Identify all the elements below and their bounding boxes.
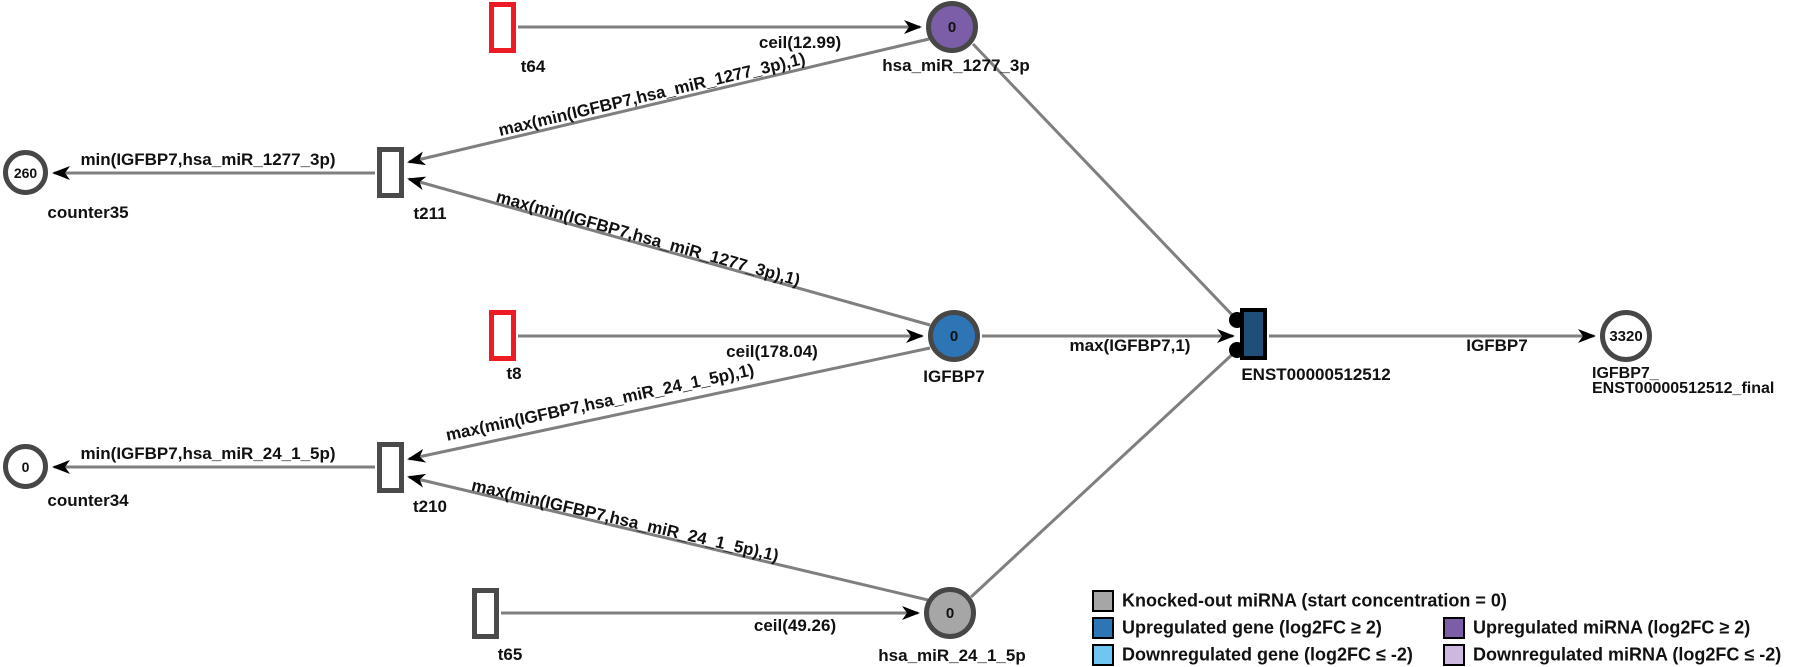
place-label-igfbp7: IGFBP7 (923, 367, 985, 386)
transition-label-t64: t64 (520, 57, 546, 76)
place-label-counter35: counter35 (47, 203, 129, 222)
edge-mir1277-to-enst-dot (971, 42, 1239, 322)
legend-label-upregulated-gene: Upregulated gene (log2FC ≥ 2) (1122, 617, 1382, 638)
transition-label-t8: t8 (506, 364, 522, 383)
place-label-mir24: hsa_miR_24_1_5p (878, 646, 1026, 665)
transition-t64 (489, 2, 516, 53)
legend-label-knocked-out-mirna: Knocked-out miRNA (start concentration =… (1122, 590, 1507, 611)
transition-label-t65: t65 (497, 645, 523, 664)
place-hsa-miR-24-1-5p: 0 (924, 587, 976, 639)
legend-label-downregulated-mirna: Downregulated miRNA (log2FC ≤ -2) (1473, 644, 1782, 665)
place-value: 3320 (1609, 327, 1643, 345)
legend-label-downregulated-gene: Downregulated gene (log2FC ≤ -2) (1122, 644, 1413, 665)
edge-label-ceil-49-26: ceil(49.26) (753, 616, 837, 635)
place-hsa-miR-1277-3p: 0 (926, 1, 978, 53)
place-counter34: 0 (3, 444, 48, 489)
place-label-final-line1: IGFBP7_ (1592, 365, 1659, 382)
place-value: 260 (13, 164, 38, 181)
edge-mir24-to-t210 (407, 473, 929, 602)
edge-mir24-to-enst-dot (969, 348, 1239, 599)
edge-igfbp7-to-t211 (407, 176, 931, 327)
transition-t8 (489, 310, 516, 361)
legend-swatch-upregulated-gene (1092, 617, 1114, 639)
transition-label-t211: t211 (413, 204, 447, 223)
legend-swatch-knocked-out-mirna (1092, 590, 1114, 612)
transition-t210 (377, 442, 404, 493)
legend-label-upregulated-mirna: Upregulated miRNA (log2FC ≥ 2) (1473, 617, 1751, 638)
transition-t211 (377, 147, 404, 198)
edge-igfbp7-to-t210 (407, 346, 931, 463)
place-counter35: 260 (3, 150, 48, 195)
place-label-final-line2: ENST00000512512_final (1592, 380, 1775, 397)
edge-label-ceil-12-99: ceil(12.99) (758, 33, 842, 52)
place-value: 0 (949, 327, 959, 345)
edge-label-min-1277: min(IGFBP7,hsa_miR_1277_3p) (80, 150, 336, 169)
place-value: 0 (945, 604, 955, 622)
transition-label-t210: t210 (412, 497, 448, 516)
place-IGFBP7: 0 (928, 310, 980, 362)
transition-label-enst: ENST00000512512 (1241, 365, 1391, 384)
place-label-mir1277: hsa_miR_1277_3p (882, 56, 1030, 75)
transition-t65 (472, 588, 499, 639)
place-value: 0 (947, 18, 957, 36)
edge-label-igfbp7-out: IGFBP7 (1466, 336, 1528, 355)
place-label-counter34: counter34 (47, 491, 129, 510)
legend-swatch-downregulated-gene (1092, 644, 1114, 666)
legend-swatch-upregulated-mirna (1443, 617, 1465, 639)
edge-mir1277-to-t211 (407, 37, 930, 166)
transition-ENST00000512512 (1240, 308, 1267, 360)
place-value: 0 (21, 458, 30, 475)
edge-label-max-igfbp7-1: max(IGFBP7,1) (1069, 336, 1191, 355)
place-IGFBP7-ENST00000512512-final: 3320 (1600, 310, 1652, 362)
edge-label-min-24: min(IGFBP7,hsa_miR_24_1_5p) (80, 444, 336, 463)
edge-label-ceil-178-04: ceil(178.04) (726, 342, 818, 361)
legend-swatch-downregulated-mirna (1443, 644, 1465, 666)
place-label-final: IGFBP7_ ENST00000512512_final (1592, 365, 1775, 397)
